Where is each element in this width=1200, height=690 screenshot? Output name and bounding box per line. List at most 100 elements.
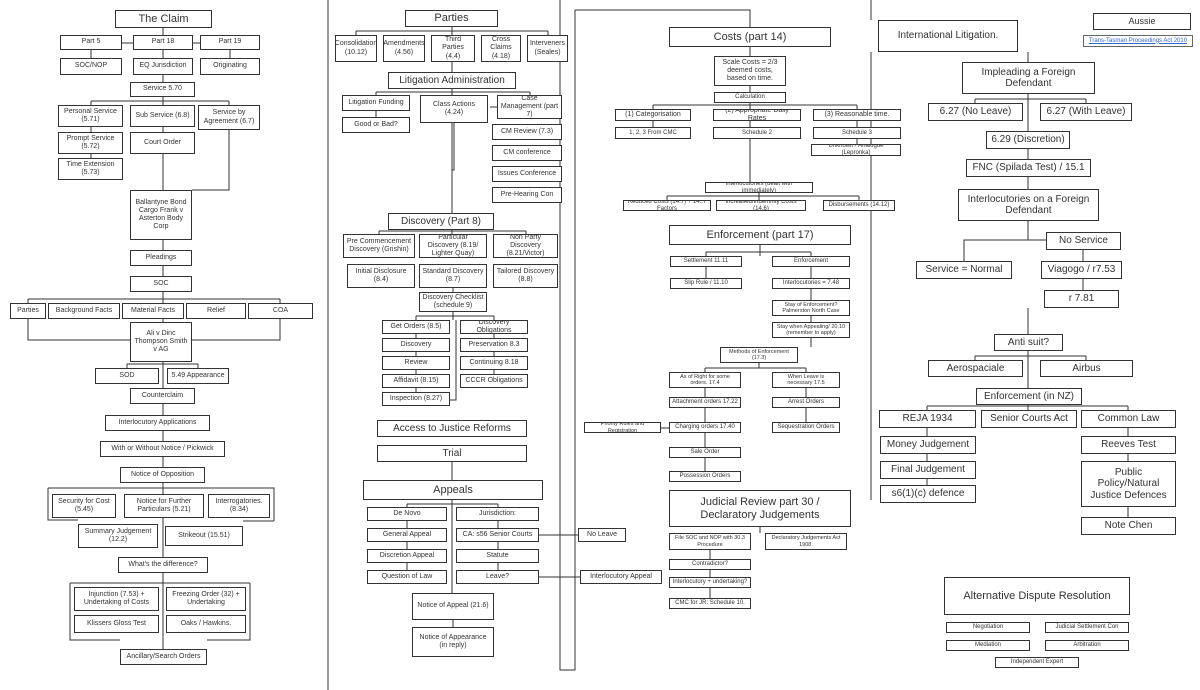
- material-facts-node[interactable]: Material Facts: [122, 303, 184, 319]
- part19-node[interactable]: Part 19: [200, 35, 260, 50]
- preservation-node[interactable]: Preservation 8.3: [460, 338, 528, 352]
- notice-of-appearance-node[interactable]: Notice of Appearance (in reply): [412, 627, 494, 657]
- discovery-checklist-node[interactable]: Discovery Checklist (schedule 9): [419, 292, 487, 312]
- service-node[interactable]: Service 5.70: [130, 82, 195, 97]
- soc-nop-node[interactable]: SOC/NOP: [60, 58, 122, 75]
- impleading-node[interactable]: Impleading a Foreign Defendant: [962, 62, 1095, 94]
- contradictor-node[interactable]: Contradictor?: [669, 559, 751, 570]
- independent-expert-node[interactable]: Independent Expert: [995, 657, 1079, 668]
- categorisation-node[interactable]: (1) Categorisation: [615, 109, 691, 121]
- pleadings-node[interactable]: Pleadings: [130, 250, 192, 266]
- note-chen-node[interactable]: Note Chen: [1081, 517, 1176, 535]
- notice-further-particulars-node[interactable]: Notice for Further Particulars (5.21): [124, 494, 204, 518]
- cccr-node[interactable]: CCCR Obligations: [460, 374, 528, 388]
- public-policy-node[interactable]: Public Policy/Natural Justice Defences: [1081, 461, 1176, 507]
- declaratory-act-node[interactable]: Declaratory Judgements Act 1908.: [765, 533, 847, 550]
- issues-conference-node[interactable]: Issues Conference: [492, 166, 562, 182]
- good-or-bad-node[interactable]: Good or Bad?: [342, 117, 410, 133]
- reja-node[interactable]: REJA 1934: [879, 410, 976, 428]
- particular-discovery-node[interactable]: Particular Discovery (8.19/ Lighter Quay…: [419, 234, 487, 258]
- initial-disclosure-node[interactable]: Initial Disclosure (8.4): [347, 264, 415, 288]
- class-actions-node[interactable]: Class Actions (4.24): [420, 95, 488, 123]
- litigation-admin-node[interactable]: Litigation Administration: [388, 72, 516, 89]
- scale-costs-node[interactable]: Scale Costs = 2/3 deemed costs, based on…: [714, 56, 786, 86]
- stay-node[interactable]: Stay of Enforcement? Palmerston North Ca…: [772, 300, 850, 316]
- tailored-discovery-node[interactable]: Tailored Discovery (8.8): [493, 264, 558, 288]
- counterclaim-node[interactable]: Counterclaim: [130, 388, 195, 404]
- when-leave-node[interactable]: When Leave is necessary 17.5: [772, 372, 840, 388]
- trans-tasman-link[interactable]: Trans-Tasman Proceedings Act 2010: [1083, 35, 1193, 47]
- cm-review-node[interactable]: CM Review (7.3): [492, 124, 562, 140]
- security-for-cost-node[interactable]: Security for Cost (5.45): [52, 494, 116, 518]
- aussie-node[interactable]: Aussie: [1093, 13, 1191, 30]
- priority-node[interactable]: Priority Rules and Registration: [584, 422, 661, 433]
- interlocutory-undertaking-node[interactable]: Interlocutory + undertaking?: [669, 577, 751, 588]
- cases-ali-node[interactable]: Ali v Dinc Thompson Smith v AG: [130, 322, 192, 362]
- interlocutories-node[interactable]: Interlocutories (dealt with immediately): [705, 182, 813, 193]
- fnc-node[interactable]: FNC (Spilada Test) / 15.1: [966, 159, 1091, 177]
- airbus-node[interactable]: Airbus: [1040, 360, 1133, 377]
- no-leave-627-node[interactable]: 6.27 (No Leave): [928, 103, 1023, 121]
- question-of-law-node[interactable]: Question of Law: [367, 570, 447, 584]
- get-orders-node[interactable]: Get Orders (8.5): [382, 320, 450, 334]
- negotiation-node[interactable]: Negotiation: [946, 622, 1030, 633]
- court-order-node[interactable]: Court Order: [130, 132, 195, 154]
- inspection-node[interactable]: Inspection (8.27): [382, 392, 450, 406]
- as-of-right-node[interactable]: As of Right for some orders. 17.4: [669, 372, 741, 388]
- cases-ballantyne-node[interactable]: Ballantyne Bond Cargo Frank v Asterton B…: [130, 190, 192, 240]
- freezing-order-node[interactable]: Freezing Order (32) + Undertaking: [166, 587, 246, 611]
- appearance-node[interactable]: 5.49 Appearance: [167, 368, 229, 384]
- access-to-justice-node[interactable]: Access to Justice Reforms: [377, 420, 527, 437]
- methods-node[interactable]: Methods of Enforcement (17.3): [720, 347, 798, 363]
- interrogatories-node[interactable]: Interrogatories. (8.34): [208, 494, 270, 518]
- claim-title[interactable]: The Claim: [115, 10, 212, 28]
- with-leave-627-node[interactable]: 6.27 (With Leave): [1040, 103, 1132, 121]
- discretion-629-node[interactable]: 6.29 (Discretion): [986, 131, 1070, 149]
- coa-node[interactable]: COA: [248, 303, 313, 319]
- litigation-funding-node[interactable]: Litigation Funding: [342, 95, 410, 111]
- standard-discovery-node[interactable]: Standard Discovery (8.7): [419, 264, 487, 288]
- third-parties-node[interactable]: Third Parties (4.4): [431, 35, 475, 62]
- background-facts-node[interactable]: Background Facts: [48, 303, 120, 319]
- calculation-node[interactable]: Calculation: [714, 92, 786, 103]
- reasonable-time-node[interactable]: (3) Reasonable time.: [813, 109, 901, 121]
- part18-node[interactable]: Part 18: [133, 35, 193, 50]
- discovery-title[interactable]: Discovery (Part 8): [388, 213, 494, 230]
- part5-node[interactable]: Part 5: [60, 35, 122, 50]
- case-management-node[interactable]: Case Management (part 7): [497, 95, 562, 119]
- aerospaciale-node[interactable]: Aerospaciale: [928, 360, 1023, 377]
- file-soc-node[interactable]: File SOC and NOP with 30.3 Procedure: [669, 533, 751, 550]
- statute-node[interactable]: Statute: [456, 549, 539, 563]
- money-judgement-node[interactable]: Money Judgement: [880, 436, 976, 454]
- adr-title[interactable]: Alternative Dispute Resolution: [944, 577, 1130, 615]
- disbursements-node[interactable]: Disbursements (14.12): [823, 200, 895, 211]
- sequestration-node[interactable]: Sequestration Orders: [772, 422, 840, 433]
- notice-of-appeal-node[interactable]: Notice of Appeal (21.6): [412, 593, 494, 620]
- increased-costs-node[interactable]: Increased/Indemnity Costs (14.6): [716, 200, 806, 211]
- cm-conference-node[interactable]: CM conference: [492, 145, 562, 161]
- amendments-node[interactable]: Amendments (4.56): [383, 35, 425, 62]
- originating-node[interactable]: Originating: [200, 58, 260, 75]
- trial-node[interactable]: Trial: [377, 445, 527, 462]
- charging-node[interactable]: Charging orders 17.40: [669, 422, 741, 433]
- oaks-node[interactable]: Oaks / Hawkins.: [166, 615, 246, 633]
- eq-jurisdiction-node[interactable]: EQ Jurisdiction: [133, 58, 193, 75]
- costs-title[interactable]: Costs (part 14): [669, 27, 831, 47]
- settlement-node[interactable]: Settlement 11.11: [670, 256, 742, 267]
- summary-judgement-node[interactable]: Summary Judgement (12.2): [78, 524, 158, 548]
- enforcement-node[interactable]: Enforcement: [772, 256, 850, 267]
- senior-courts-node[interactable]: Senior Courts Act: [981, 410, 1077, 428]
- continuing-node[interactable]: Continuing 8.18: [460, 356, 528, 370]
- cross-claims-node[interactable]: Cross Claims (4.18): [481, 35, 521, 62]
- jurisdiction-node[interactable]: Jurisdiction:: [456, 507, 539, 521]
- appeals-title[interactable]: Appeals: [363, 480, 543, 500]
- interlocutory-applications-node[interactable]: Interlocutory Applications: [105, 415, 210, 431]
- sod-node[interactable]: SOD: [95, 368, 159, 384]
- pleading-parties-node[interactable]: Parties: [10, 303, 46, 319]
- non-party-discovery-node[interactable]: Non Party Discovery (8.21/Victor): [493, 234, 558, 258]
- common-law-node[interactable]: Common Law: [1081, 410, 1176, 428]
- relief-node[interactable]: Relief: [186, 303, 246, 319]
- consolidation-node[interactable]: Consolidation (10.12): [335, 35, 377, 62]
- cmc-jr-node[interactable]: CMC for JR: Schedule 10.: [669, 598, 751, 609]
- slip-rule-node[interactable]: Slip Rule / 11.10: [670, 278, 742, 289]
